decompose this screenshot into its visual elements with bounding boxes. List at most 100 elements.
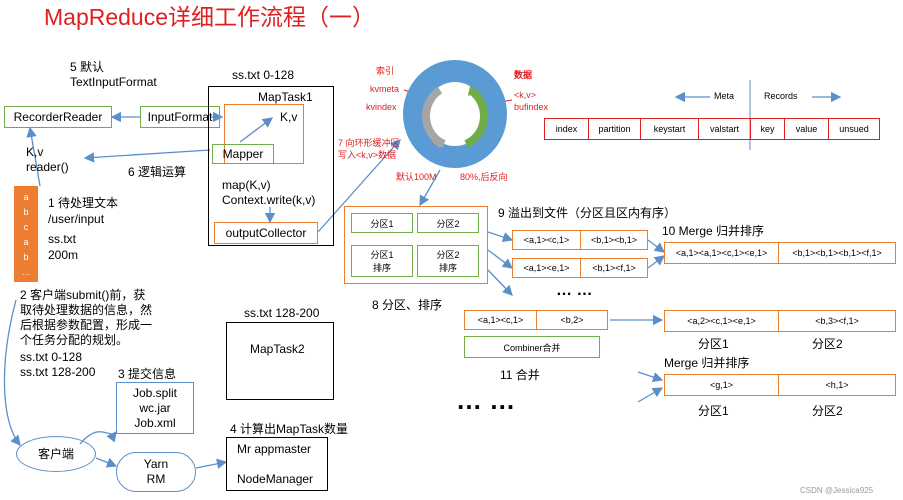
- ring-data-label: 数据: [514, 70, 533, 80]
- mr-appmaster-label: Mr appmaster: [237, 442, 312, 456]
- kv-label: K,v: [26, 145, 44, 159]
- spill-cell: <a,1><e,1>: [513, 259, 581, 277]
- step9-label: 9 溢出到文件（分区且区内有序）: [498, 206, 677, 220]
- watermark: CSDN @Jessica925: [800, 486, 874, 495]
- partition1-cell: 分区1: [351, 213, 413, 233]
- file-letter: a: [23, 237, 29, 247]
- context-write-label: Context.write(k,v): [222, 193, 316, 207]
- mapper-box: Mapper: [212, 144, 274, 164]
- yarn-rm-cloud: Yarn RM: [116, 452, 196, 492]
- maptask1-kv: K,v: [280, 110, 298, 124]
- meta-col: index: [545, 119, 589, 139]
- combiner-cell: <b,2>: [560, 315, 584, 325]
- ring-spill-pct: 80%,后反向: [460, 172, 508, 182]
- partition2-cell: 分区2: [417, 213, 479, 233]
- file-letter: b: [23, 252, 29, 262]
- split2-label: ss.txt 128-200: [20, 365, 96, 379]
- merged-cell: <a,2><c,1><e,1>: [665, 311, 779, 331]
- file-letter: …: [21, 267, 31, 277]
- maptask1-box: [208, 86, 334, 246]
- meta-col: partition: [589, 119, 641, 139]
- step1-path: /user/input: [48, 212, 105, 226]
- records-col: value: [785, 119, 829, 139]
- step2-line4: 个任务分配的规划。: [20, 333, 129, 347]
- merged-combined-row: <a,2><c,1><e,1> <b,3><f,1>: [664, 310, 896, 332]
- partition1-sort-cell: 分区1 排序: [351, 245, 413, 277]
- merge-cell: <a,1><a,1><c,1><e,1>: [665, 243, 779, 263]
- spill-cell: <b,1><b,1>: [590, 235, 638, 245]
- meta-col: keystart: [641, 119, 699, 139]
- file-letter: a: [23, 192, 29, 202]
- meta-label: Meta: [714, 91, 735, 101]
- spill-dots: … …: [556, 282, 593, 299]
- meta-records-table: index partition keystart valstart key va…: [544, 118, 880, 140]
- output-collector-box: outputCollector: [214, 222, 318, 244]
- maptask2-title: MapTask2: [250, 342, 305, 356]
- ring-default-size: 默认100M: [396, 172, 437, 182]
- ring-index-label: 索引: [376, 66, 395, 76]
- step8-label: 8 分区、排序: [372, 298, 443, 312]
- ring-kvindex: kvindex: [366, 102, 397, 112]
- final-merge-cell: <g,1>: [665, 375, 779, 395]
- step7-line1: 7 向环形缓冲区: [338, 138, 400, 148]
- final-partition1: 分区1: [698, 404, 729, 418]
- partition2-sort-cell: 分区2 排序: [417, 245, 479, 277]
- rm-label: RM: [146, 472, 166, 486]
- merged-cell: <b,3><f,1>: [815, 316, 859, 326]
- records-col: key: [751, 119, 785, 139]
- combiner-box: Combiner合并: [464, 336, 600, 358]
- merged-partition1: 分区1: [698, 337, 729, 351]
- page-title: MapReduce详细工作流程（一）: [44, 4, 376, 30]
- combiner-cell: <a,1><c,1>: [465, 311, 537, 329]
- merged-partition2: 分区2: [812, 337, 843, 351]
- recorder-reader-box: RecorderReader: [4, 106, 112, 128]
- step2-line1: 2 客户端submit()前，获: [20, 288, 146, 302]
- combiner-input-row: <a,1><c,1> <b,2>: [464, 310, 608, 330]
- maptask1-split: ss.txt 0-128: [232, 68, 295, 82]
- final-partition2: 分区2: [812, 404, 843, 418]
- file-letter: b: [23, 207, 29, 217]
- appmaster-box: Mr appmaster NodeManager: [226, 437, 328, 491]
- more-dots: … …: [456, 385, 516, 415]
- yarn-label: Yarn: [143, 457, 169, 471]
- step1-label: 1 待处理文本: [48, 196, 119, 210]
- step6-label: 6 逻辑运算: [128, 165, 187, 179]
- maptask2-box: [226, 322, 334, 400]
- client-node: 客户端: [16, 436, 96, 472]
- partition-sort-box: 分区1 分区2 分区1 排序 分区2 排序: [344, 206, 488, 284]
- step2-line2: 取待处理数据的信息，然: [20, 303, 153, 317]
- job-files-box: Job.split wc.jar Job.xml: [116, 382, 194, 434]
- spill-cell: <b,1><f,1>: [592, 263, 636, 273]
- step11-label: 11 合并: [500, 368, 540, 382]
- step4-label: 4 计算出MapTask数量: [230, 422, 349, 436]
- split1-label: ss.txt 0-128: [20, 350, 83, 364]
- step5-line1: 5 默认: [70, 60, 105, 74]
- merge-cell: <b,1><b,1><b,1><f,1>: [792, 248, 882, 258]
- ring-buffer: [403, 60, 507, 168]
- final-merge-row: <g,1> <h,1>: [664, 374, 896, 396]
- job-split-file: Job.split: [132, 386, 178, 400]
- reader-label: reader(): [26, 160, 69, 174]
- final-merge-label: Merge 归并排序: [664, 356, 750, 370]
- merge-row: <a,1><a,1><c,1><e,1> <b,1><b,1><b,1><f,1…: [664, 242, 896, 264]
- step3-label: 3 提交信息: [118, 367, 177, 381]
- input-file-block: a b c a b …: [14, 186, 38, 282]
- wc-jar-file: wc.jar: [139, 401, 171, 415]
- ring-kvmeta: kvmeta: [370, 84, 400, 94]
- maptask1-title: MapTask1: [258, 90, 313, 104]
- records-label: Records: [764, 91, 798, 101]
- records-col: unsued: [839, 124, 869, 134]
- step5-line2: TextInputFormat: [70, 75, 157, 89]
- step2-line3: 后根据参数配置，形成一: [20, 318, 153, 332]
- spill-cell: <a,1><c,1>: [513, 231, 581, 249]
- spill-row: <a,1><c,1> <b,1><b,1>: [512, 230, 648, 250]
- input-format-box: InputFormat: [140, 106, 220, 128]
- step7-line2: 写入<k,v>数据: [338, 150, 397, 160]
- ring-kv: <k,v>: [514, 90, 537, 100]
- spill-row: <a,1><e,1> <b,1><f,1>: [512, 258, 648, 278]
- file-letter: c: [23, 222, 29, 232]
- final-merge-cell: <h,1>: [825, 380, 849, 390]
- meta-col: valstart: [699, 119, 751, 139]
- map-call-label: map(K,v): [222, 178, 271, 192]
- step1-size: 200m: [48, 248, 79, 262]
